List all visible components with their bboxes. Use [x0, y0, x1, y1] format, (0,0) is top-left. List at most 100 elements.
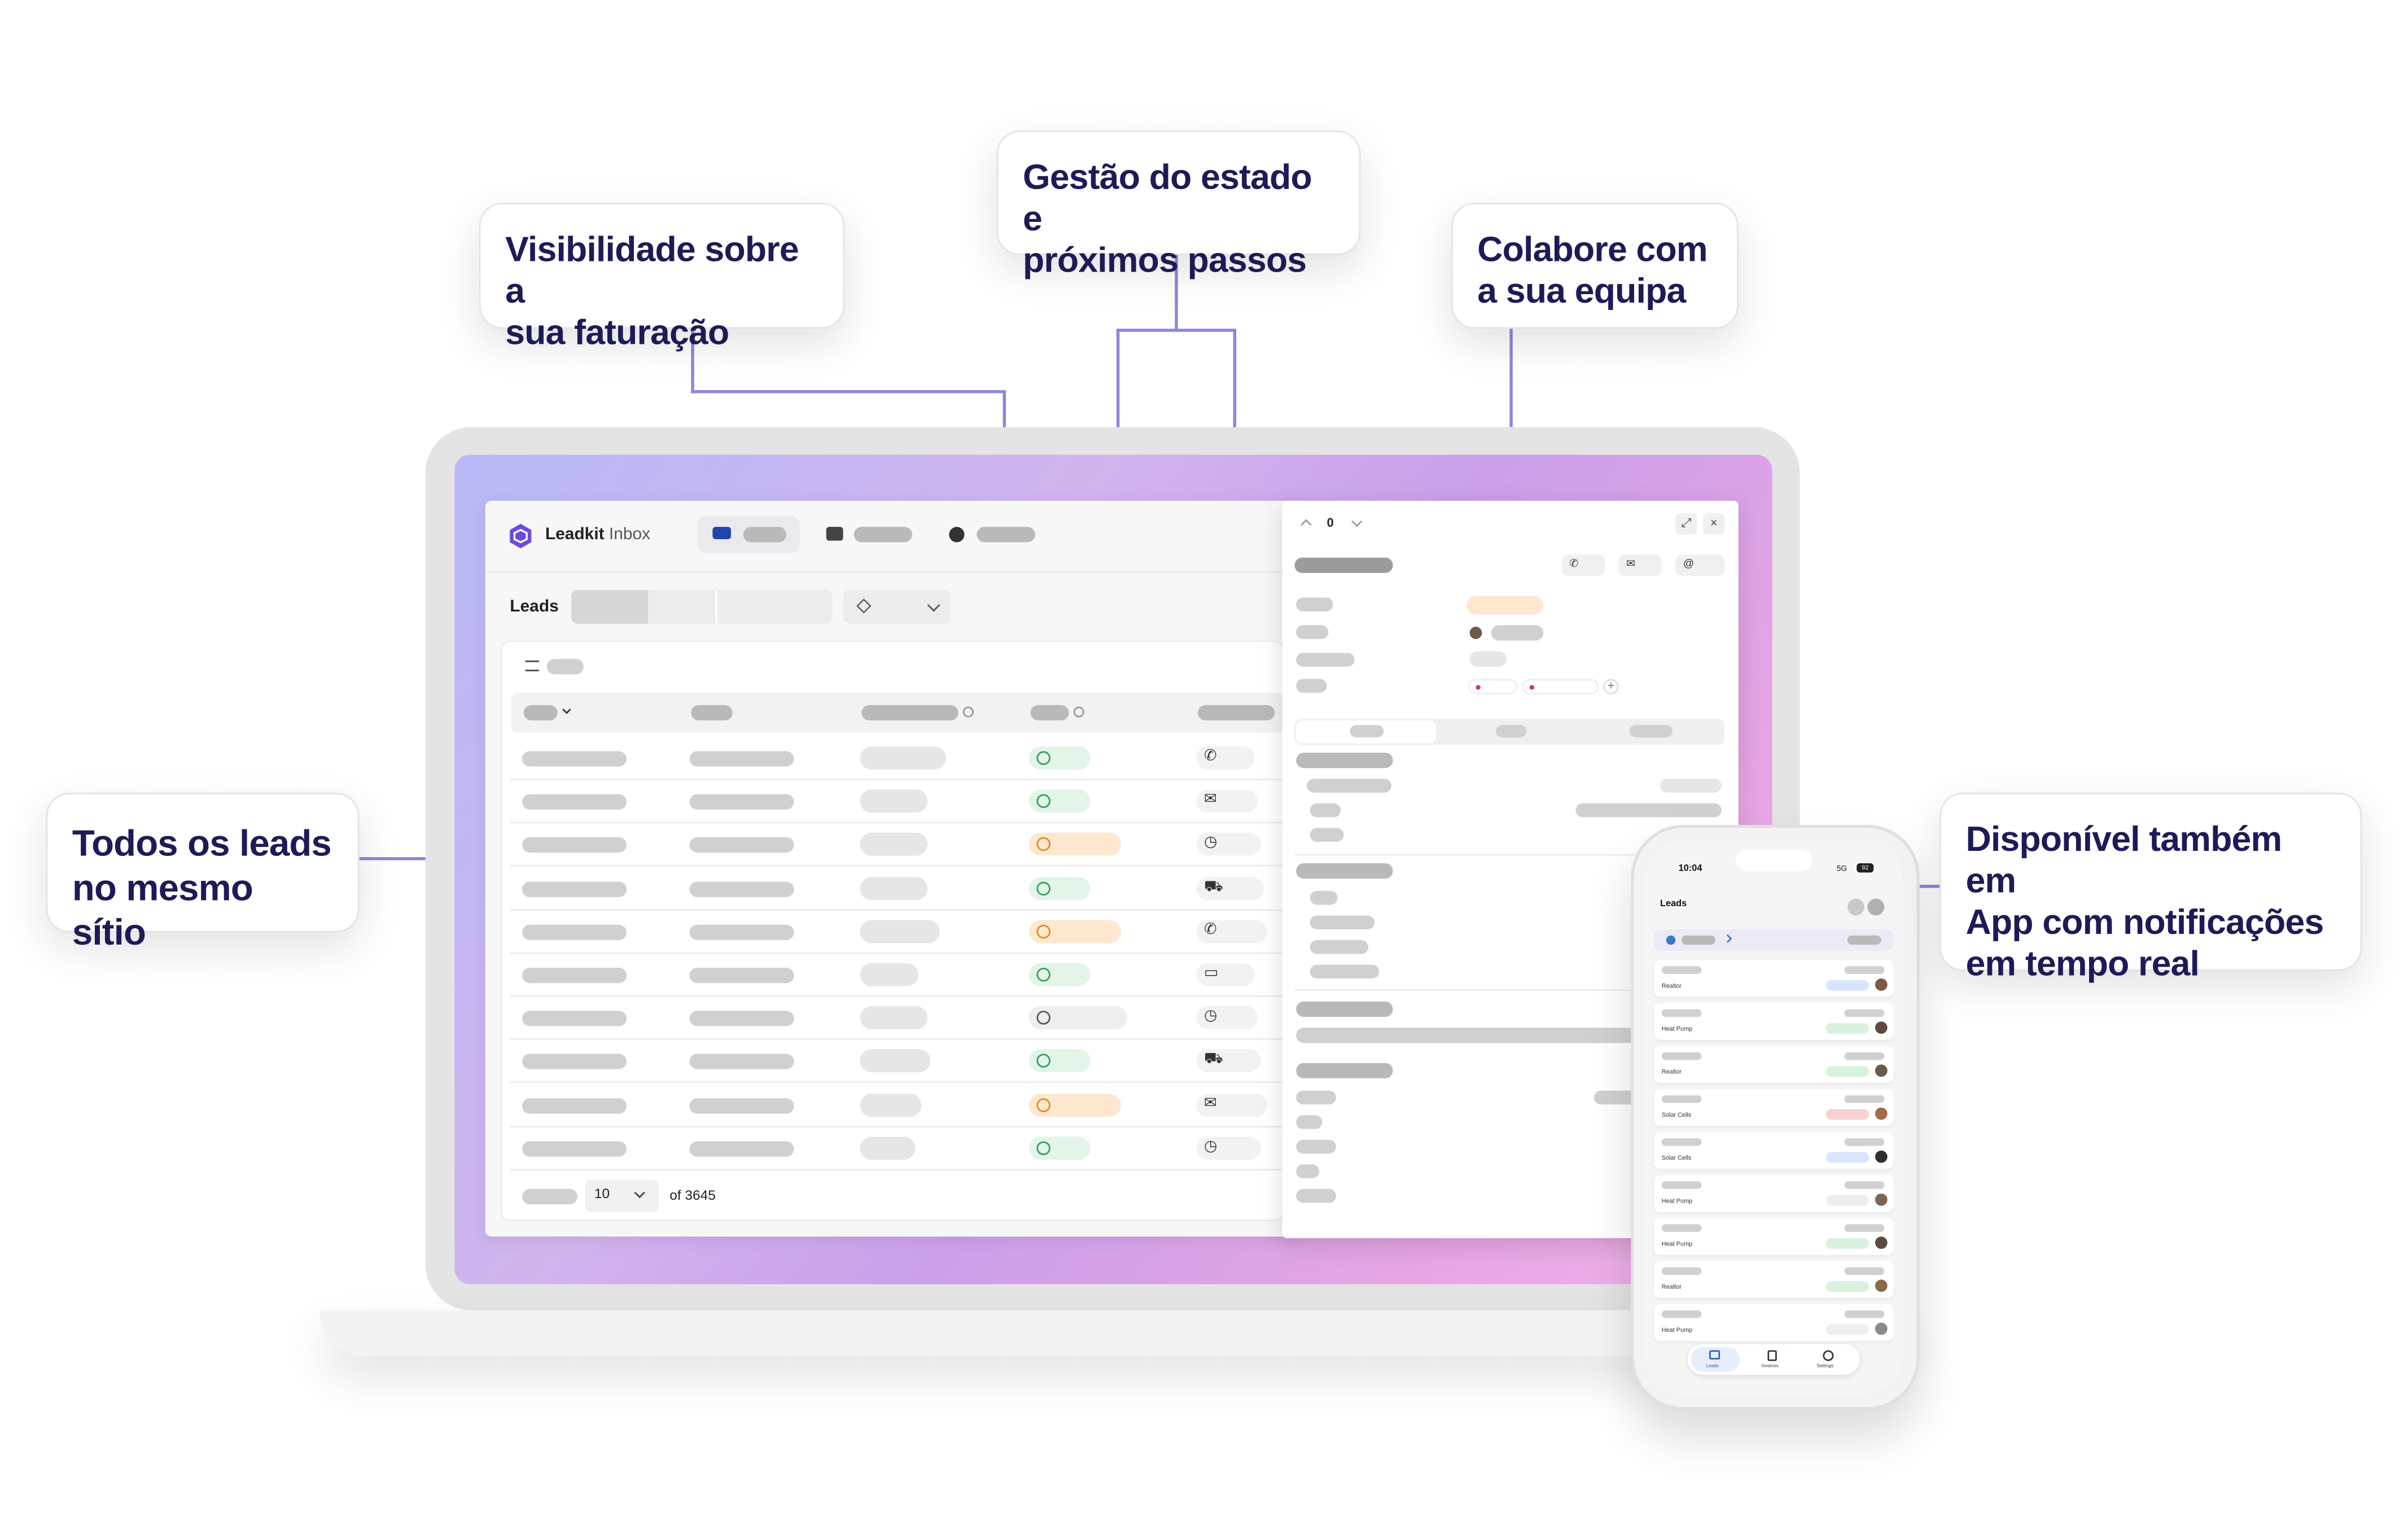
status-badge[interactable] [1028, 876, 1091, 900]
nav-label-placeholder [743, 527, 786, 543]
phone-action[interactable] [1847, 898, 1864, 916]
status-badge[interactable] [1028, 1093, 1122, 1116]
phone-lead-card[interactable]: Realtor [1654, 960, 1894, 997]
status-badge[interactable] [1028, 746, 1091, 770]
avatar [1875, 1021, 1888, 1034]
email-button[interactable]: ✉ [1618, 554, 1662, 576]
col-header-status[interactable] [1030, 705, 1069, 720]
table-row[interactable]: ⛟ [510, 1041, 1284, 1084]
page-size-select[interactable]: 10 [585, 1179, 659, 1212]
col-header-next-step[interactable] [1198, 705, 1275, 720]
table-row[interactable]: ✆ [510, 737, 1284, 781]
avatar [1469, 627, 1482, 639]
next-step-chip[interactable]: ✉ [1196, 1093, 1267, 1116]
next-step-chip[interactable]: ◷ [1196, 833, 1261, 857]
nav-tab-inbox[interactable] [697, 516, 800, 553]
phone-lead-card[interactable]: Realtor [1654, 1046, 1894, 1083]
layer-select[interactable] [843, 589, 951, 624]
nav-tab-team[interactable] [940, 516, 1047, 553]
table-row[interactable]: ◷ [510, 824, 1284, 867]
phone-filter-bar[interactable] [1654, 929, 1894, 951]
status-badge[interactable] [1028, 920, 1122, 943]
field-label [1296, 597, 1333, 611]
phone-lead-card[interactable]: Heat Pump [1654, 1003, 1894, 1040]
close-icon[interactable]: × [1703, 513, 1725, 535]
table-row[interactable]: ◷ [510, 997, 1284, 1041]
segment-active[interactable] [571, 589, 649, 624]
next-step-chip[interactable]: ⛟ [1196, 876, 1264, 900]
next-step-chip[interactable]: ◷ [1196, 1006, 1258, 1030]
next-step-chip[interactable]: ◷ [1196, 1136, 1261, 1160]
phone-lead-card[interactable]: Solar Cells [1654, 1132, 1894, 1169]
cell-name [522, 1141, 627, 1157]
table-row[interactable]: ▭ [510, 954, 1284, 997]
phone-lead-card[interactable]: Solar Cells [1654, 1089, 1894, 1126]
next-chevron-icon[interactable] [1351, 516, 1363, 527]
phone-field[interactable] [1469, 651, 1507, 667]
add-tag-icon[interactable]: + [1603, 679, 1619, 694]
status-badge[interactable] [1028, 1006, 1127, 1030]
status-icon [1036, 1098, 1050, 1112]
status-badge[interactable] [1028, 1050, 1091, 1073]
col-header-name[interactable] [523, 705, 558, 720]
table-row[interactable]: ✉ [510, 1084, 1284, 1127]
col-header-source[interactable] [691, 705, 733, 720]
avatar [1875, 1150, 1888, 1163]
prev-chevron-icon[interactable] [1301, 519, 1312, 530]
cell-source [689, 1011, 794, 1026]
nav-tab-invoices[interactable] [817, 516, 918, 553]
view-segment-control[interactable] [571, 589, 833, 624]
status-badge[interactable] [1028, 789, 1091, 813]
cell-value [860, 1006, 928, 1030]
phone-lead-card[interactable]: Heat Pump [1654, 1304, 1894, 1342]
call-button[interactable]: ✆ [1561, 554, 1605, 576]
avatar [1875, 1193, 1888, 1206]
panel-tab[interactable] [1495, 725, 1527, 737]
table-row[interactable]: ✆ [510, 911, 1284, 954]
next-step-chip[interactable]: ✆ [1196, 746, 1255, 770]
status-badge[interactable] [1028, 963, 1091, 986]
table-row[interactable]: ◷ [510, 1127, 1284, 1170]
mention-button[interactable]: @ [1675, 554, 1725, 576]
tab-settings-icon[interactable] [1823, 1350, 1834, 1361]
filter-icon[interactable] [525, 660, 539, 671]
panel-tab-active[interactable] [1296, 720, 1436, 744]
table-row[interactable]: ⛟ [510, 867, 1284, 911]
callout-line: Visibilidade sobre a [505, 229, 799, 311]
tab-invoices-icon[interactable] [1767, 1350, 1777, 1361]
table-row[interactable]: ✉ [510, 781, 1284, 824]
status-badge[interactable] [1028, 1136, 1091, 1160]
card-category: Heat Pump [1661, 1196, 1693, 1204]
status-badge[interactable] [1466, 596, 1544, 615]
status-icon [1036, 751, 1050, 765]
cell-value [860, 789, 928, 813]
next-step-chip[interactable]: ✆ [1196, 920, 1267, 943]
cell-value [860, 746, 946, 770]
filter-placeholder [1682, 935, 1715, 945]
filter-label[interactable] [546, 659, 584, 675]
section-heading [1296, 1001, 1393, 1017]
inbox-icon [712, 527, 732, 539]
tag-chip[interactable] [1468, 679, 1518, 694]
tag-chip[interactable] [1522, 679, 1599, 694]
owner-name[interactable] [1491, 625, 1544, 641]
chevron-down-icon [634, 1187, 645, 1199]
panel-tab[interactable] [1629, 725, 1673, 737]
next-step-chip[interactable]: ⛟ [1196, 1050, 1261, 1073]
phone-lead-card[interactable]: Heat Pump [1654, 1175, 1894, 1212]
col-header-value[interactable] [861, 705, 958, 720]
card-category: Heat Pump [1661, 1024, 1693, 1033]
phone-avatar[interactable] [1867, 898, 1885, 916]
card-status-badge [1825, 980, 1870, 991]
sort-placeholder[interactable] [1847, 935, 1881, 945]
phone-lead-card[interactable]: Heat Pump [1654, 1218, 1894, 1255]
avatar [1875, 1064, 1888, 1077]
phone-lead-card[interactable]: Realtor [1654, 1261, 1894, 1298]
status-badge[interactable] [1028, 833, 1122, 857]
card-value [1844, 1138, 1885, 1146]
expand-icon[interactable]: ⤢ [1675, 513, 1697, 535]
next-step-chip[interactable]: ✉ [1196, 789, 1258, 813]
sort-chevron-icon[interactable] [562, 705, 571, 714]
next-step-chip[interactable]: ▭ [1196, 963, 1255, 986]
